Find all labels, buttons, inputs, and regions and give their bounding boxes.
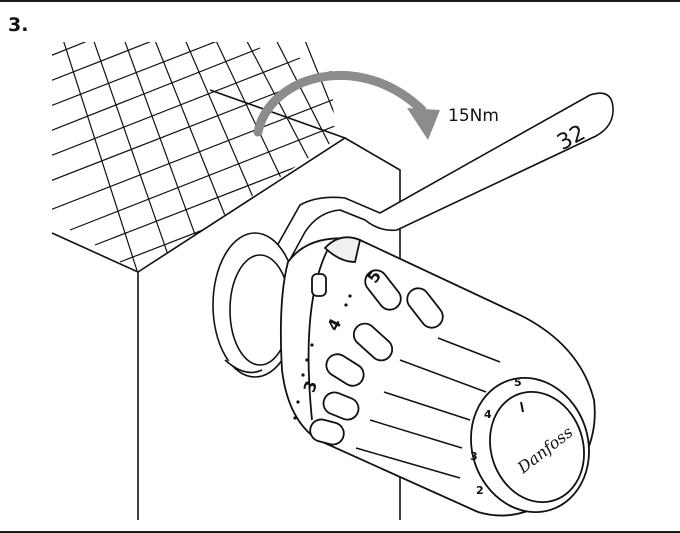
cap-number-5: 5 xyxy=(514,376,522,389)
step-number: 3. xyxy=(8,14,29,36)
grip-slots xyxy=(309,269,444,446)
top-rule xyxy=(0,0,680,2)
grip-ridges xyxy=(355,337,501,479)
cap-number-2: 2 xyxy=(476,484,484,497)
thermostat-cap xyxy=(470,376,590,514)
torque-arrow xyxy=(253,71,440,140)
cap-number-3: 3 xyxy=(470,450,478,463)
bottom-rule xyxy=(0,531,680,533)
torque-label: 15Nm xyxy=(448,106,499,126)
dial-scale-ticks xyxy=(293,294,352,420)
cap-number-4: 4 xyxy=(484,408,492,421)
valve-body xyxy=(212,232,298,378)
spanner-wrench xyxy=(267,92,614,280)
